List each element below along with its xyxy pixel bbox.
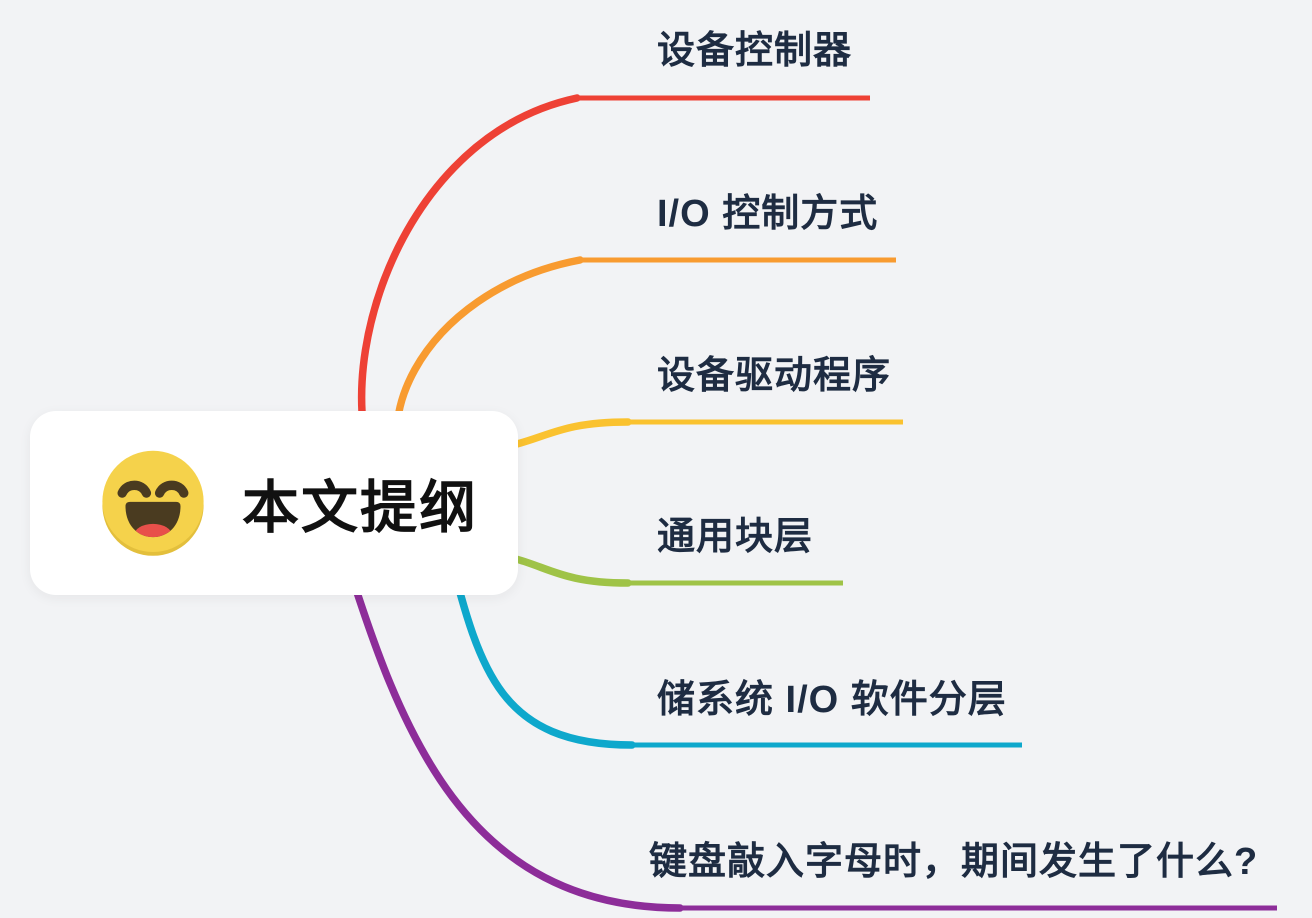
branch-curve [341, 551, 684, 912]
emoji-right-eye [154, 480, 189, 498]
branch-2 [481, 418, 903, 454]
root-node-title: 本文提纲 [242, 476, 478, 540]
branch-4 [446, 551, 1022, 749]
branch-label-4[interactable]: 储系统 I/O 软件分层 [657, 679, 1007, 721]
emoji-left-eye [117, 480, 152, 498]
branch-label-2[interactable]: 设备驱动程序 [657, 355, 892, 397]
emoji-face [102, 450, 204, 552]
branch-label-1[interactable]: I/O 控制方式 [657, 193, 879, 235]
emoji-tongue [134, 523, 172, 538]
branch-label-0[interactable]: 设备控制器 [657, 30, 853, 72]
grinning-smiley-emoji [102, 450, 204, 556]
branch-curve [446, 551, 636, 749]
root-node[interactable]: 本文提纲 [30, 411, 518, 595]
branch-5 [341, 551, 1277, 912]
branch-label-3[interactable]: 通用块层 [657, 516, 814, 558]
branch-label-5[interactable]: 键盘敲入字母时，期间发生了什么? [649, 841, 1259, 883]
